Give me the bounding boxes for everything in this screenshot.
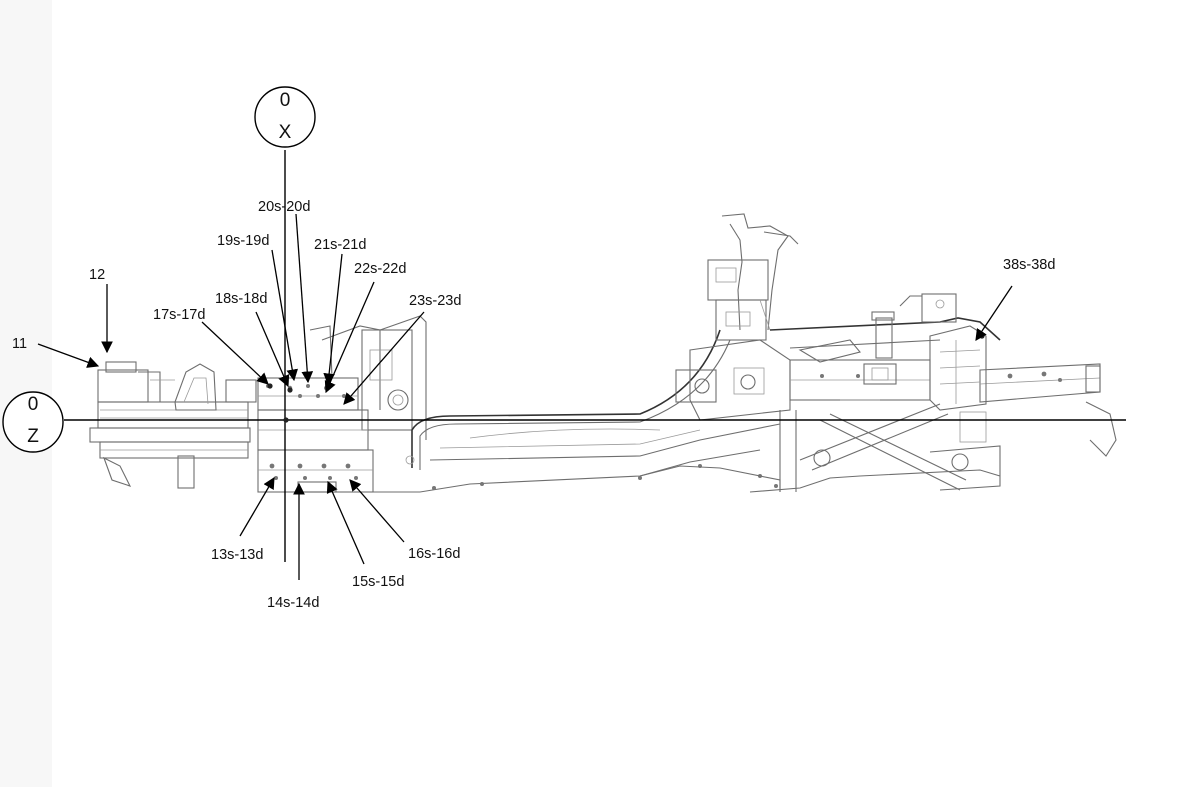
origin-x-value: 0 <box>280 90 291 111</box>
front-longitudinal <box>257 315 427 493</box>
leader-19 <box>271 249 299 382</box>
callout-14: 14s-14d <box>267 595 319 611</box>
callout-16: 16s-16d <box>408 546 460 562</box>
point-18 <box>287 387 293 393</box>
reference-axes <box>64 150 1126 562</box>
leader-15 <box>326 480 365 565</box>
callout-leaders <box>37 213 1013 580</box>
front-crash-structure <box>89 361 257 489</box>
origin-x-marker: 0 X <box>254 86 316 148</box>
origin-z-value: 0 <box>28 394 39 415</box>
leader-18 <box>255 311 290 388</box>
callout-12: 12 <box>89 267 105 283</box>
callout-18: 18s-18d <box>215 291 267 307</box>
origin-z-axis-label: Z <box>27 426 39 447</box>
callout-11: 11 <box>12 336 27 352</box>
callout-21: 21s-21d <box>314 237 366 253</box>
callout-17: 17s-17d <box>153 307 205 323</box>
callout-15: 15s-15d <box>352 574 404 590</box>
leader-21 <box>323 253 343 386</box>
leader-20 <box>295 213 314 384</box>
leader-22 <box>324 281 375 394</box>
point-17 <box>267 383 273 389</box>
callout-19: 19s-19d <box>217 233 269 249</box>
central-tower <box>675 213 799 421</box>
leader-23 <box>343 311 425 405</box>
callout-13: 13s-13d <box>211 547 263 563</box>
leader-17 <box>201 321 269 385</box>
callout-20: 20s-20d <box>258 199 310 215</box>
leader-38 <box>975 285 1013 341</box>
callout-22: 22s-22d <box>354 261 406 277</box>
callout-23: 23s-23d <box>409 293 461 309</box>
origin-x-axis-label: X <box>279 122 292 143</box>
leader-16 <box>349 479 405 543</box>
measurement-points <box>267 333 985 423</box>
origin-z-marker: 0 Z <box>2 391 64 453</box>
leader-11 <box>37 343 100 368</box>
floor-tunnel <box>372 329 1001 493</box>
vehicle-frame-drawing <box>89 213 1117 493</box>
callout-labels: 11 12 17s-17d 18s-18d 19s-19d 20s-20d 21… <box>12 199 1055 611</box>
callout-38: 38s-38d <box>1003 257 1055 273</box>
point-origin <box>283 417 289 423</box>
rear-frame-rails <box>769 293 1117 491</box>
leader-13 <box>239 476 275 537</box>
